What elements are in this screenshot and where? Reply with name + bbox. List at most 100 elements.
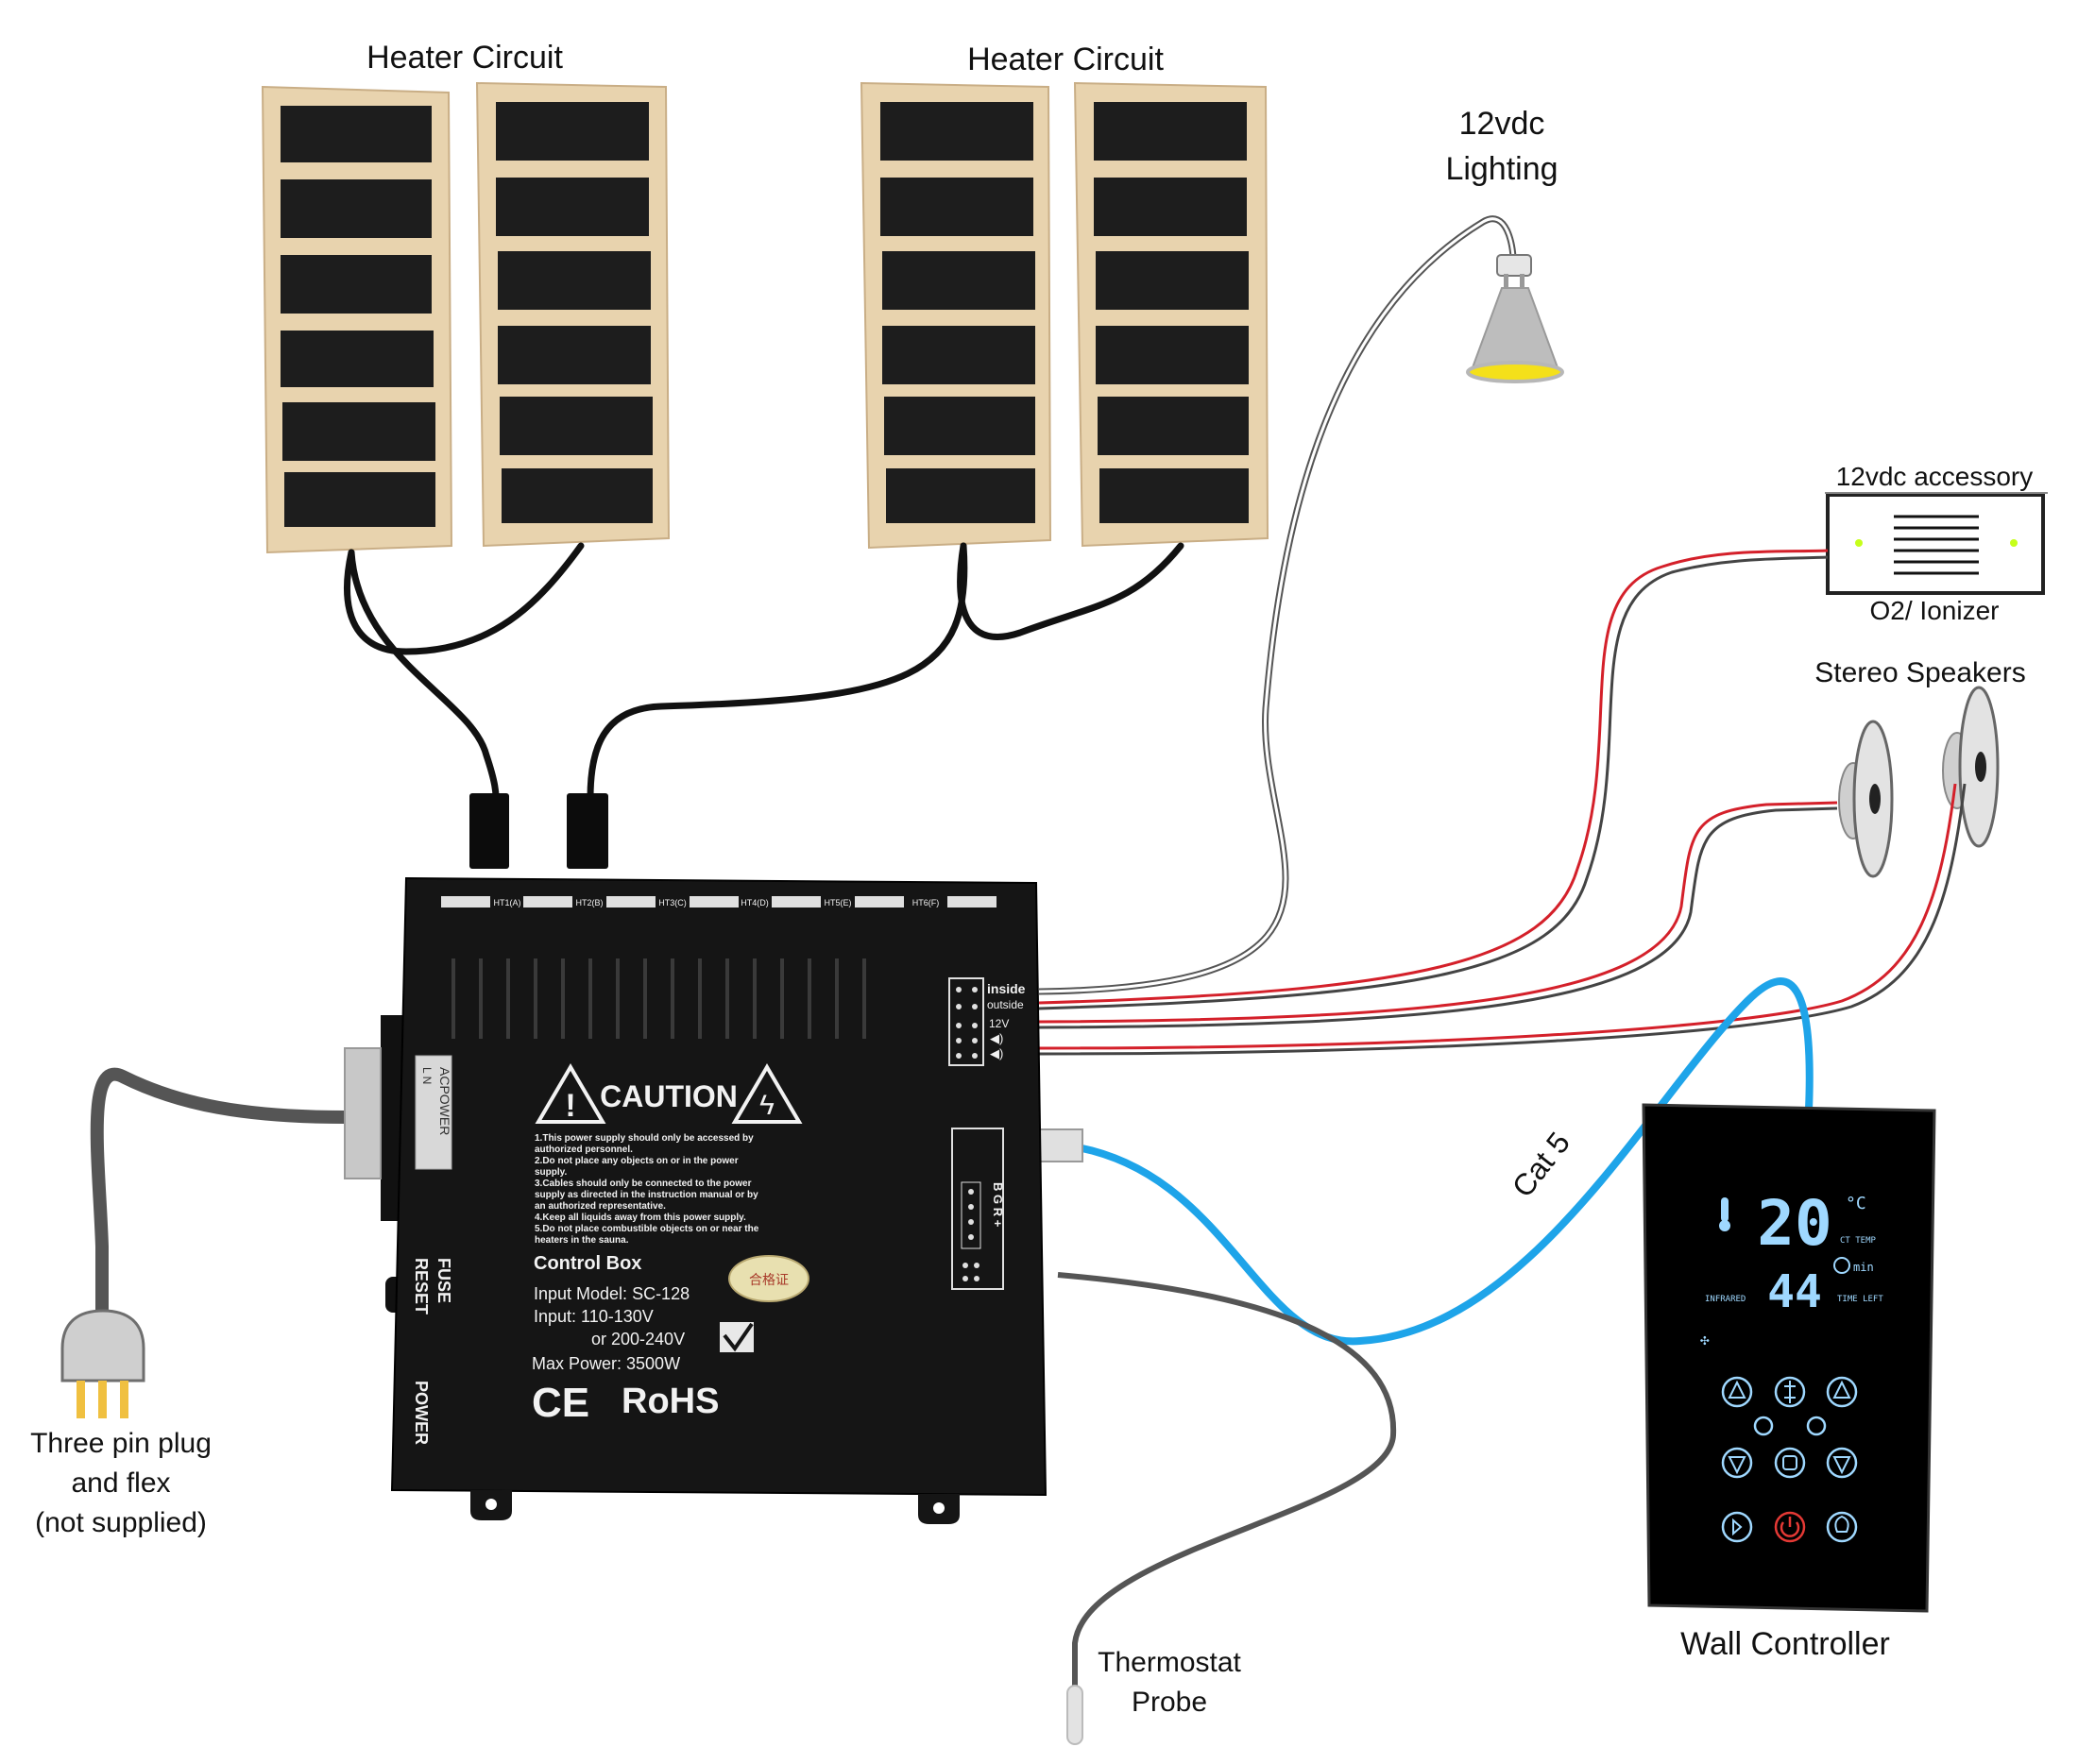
control-box: HT1(A) HT2(B) HT3(C) HT4(D) HT5(E) HT6(F… xyxy=(344,876,1048,1524)
timer-icon[interactable] xyxy=(1753,1416,1774,1436)
led-right xyxy=(2010,539,2018,547)
time-down-button[interactable] xyxy=(1826,1447,1858,1479)
input-text-1: Input: 110-130V xyxy=(534,1307,654,1326)
probe-label-line2: Probe xyxy=(1132,1687,1207,1718)
port-ht4: HT4(D) xyxy=(741,898,769,907)
temp-up-button[interactable] xyxy=(1721,1376,1753,1408)
svg-text:authorized personnel.: authorized personnel. xyxy=(535,1145,633,1155)
ac-power-connector xyxy=(344,1047,382,1179)
controller-terminals: B G R + xyxy=(951,1128,1005,1290)
svg-text:3.Cables should only be connec: 3.Cables should only be connected to the… xyxy=(535,1179,752,1189)
cat5-connector xyxy=(1036,1128,1083,1162)
port-ht1: HT1(A) xyxy=(494,898,521,907)
v12-label: 12V xyxy=(989,1017,1009,1030)
play-pause-button[interactable] xyxy=(1721,1511,1753,1543)
speakers-label: Stereo Speakers xyxy=(1814,657,2025,688)
checkmark-icon xyxy=(720,1322,754,1352)
heater-circuit-label-right: Heater Circuit xyxy=(967,42,1164,77)
reset-label: RESET xyxy=(412,1258,431,1315)
lighting-label-line2: Lighting xyxy=(1445,151,1558,187)
port-ht3: HT3(C) xyxy=(658,898,687,907)
heater-plug-2 xyxy=(567,793,608,869)
ct-temp-label: CT TEMP xyxy=(1840,1236,1877,1246)
heater-panels-left xyxy=(261,81,671,554)
cat5-cable xyxy=(1054,977,1814,1346)
caution-sign: ! ϟ CAUTION xyxy=(535,1063,803,1124)
control-box-title: Control Box xyxy=(534,1253,641,1274)
temp-unit: °C xyxy=(1846,1194,1866,1213)
wall-controller: 20 °C CT TEMP 44 min INFRARED TIME LEFT … xyxy=(1642,1103,1936,1613)
time-display: 44 xyxy=(1767,1265,1822,1318)
probe-label-line1: Thermostat xyxy=(1098,1647,1241,1678)
vent-icon xyxy=(1894,515,1979,575)
time-up-button[interactable] xyxy=(1826,1376,1858,1408)
heater-panel-1 xyxy=(261,85,453,554)
mains-cable xyxy=(90,1067,346,1346)
heater-panel-3 xyxy=(860,81,1052,550)
clock-icon xyxy=(1833,1257,1850,1274)
power-label: POWER xyxy=(412,1381,431,1445)
cooling-vents xyxy=(451,958,866,1039)
svg-text:2.Do not place any objects on: 2.Do not place any objects on or in the … xyxy=(535,1156,739,1166)
svg-text:!: ! xyxy=(565,1088,575,1124)
power-button[interactable] xyxy=(1774,1511,1806,1543)
caution-text: CAUTION xyxy=(600,1079,738,1113)
heater-cables xyxy=(344,542,1184,802)
speaker-icon-2: ◀) xyxy=(990,1046,1003,1060)
plug-icon xyxy=(60,1309,145,1418)
ionizer-device xyxy=(1825,492,2048,595)
svg-text:supply.: supply. xyxy=(535,1167,567,1178)
heater-panels-right xyxy=(860,81,1269,550)
temp-display: 20 xyxy=(1757,1187,1831,1260)
input-text-2: or 200-240V xyxy=(591,1330,685,1348)
controller-buttons xyxy=(1721,1376,1858,1543)
lamp-icon xyxy=(1466,254,1564,383)
ac-power-label: ACPOWER xyxy=(437,1067,452,1135)
certification-seal: 合格证 xyxy=(728,1255,809,1302)
rohs-mark: RoHS xyxy=(622,1382,719,1421)
probe-cable xyxy=(1057,1272,1397,1690)
infrared-label: INFRARED xyxy=(1705,1295,1746,1304)
fuse-label: FUSE xyxy=(434,1258,453,1303)
light-button[interactable] xyxy=(1826,1511,1858,1543)
heater-panel-4 xyxy=(1073,81,1269,548)
warning-text: 1.This power supply should only be acces… xyxy=(535,1133,759,1246)
temp-down-button[interactable] xyxy=(1721,1447,1753,1479)
wall-controller-label: Wall Controller xyxy=(1680,1626,1890,1662)
svg-text:5.Do not place combustible obj: 5.Do not place combustible objects on or… xyxy=(535,1224,759,1234)
ionizer-label: O2/ Ionizer xyxy=(1870,596,2000,625)
lighting-label-line1: 12vdc xyxy=(1459,106,1545,142)
speaker-left xyxy=(1838,720,1894,878)
svg-text:合格证: 合格证 xyxy=(749,1272,789,1287)
svg-text:an authorized representative.: an authorized representative. xyxy=(535,1201,666,1212)
bgr-label: B G R + xyxy=(991,1182,1005,1228)
plug-label-line2: and flex xyxy=(71,1467,170,1499)
button-glyphs xyxy=(1728,1380,1851,1536)
port-ht5: HT5(E) xyxy=(825,898,852,907)
led-left xyxy=(1855,539,1863,547)
plug-label-line3: (not supplied) xyxy=(35,1507,207,1538)
port-ht6: HT6(F) xyxy=(912,898,940,907)
speaker-icon-1: ◀) xyxy=(990,1031,1003,1045)
accessory-label: 12vdc accessory xyxy=(1836,462,2034,491)
fan-icon: ✣ xyxy=(1700,1331,1710,1348)
svg-text:heaters in the sauna.: heaters in the sauna. xyxy=(535,1235,629,1246)
heat-button[interactable] xyxy=(1774,1376,1806,1408)
port-ht2: HT2(B) xyxy=(576,898,604,907)
model-text: Input Model: SC-128 xyxy=(534,1284,690,1303)
accessory-terminals: inside outside 12V ◀) ◀) xyxy=(948,977,1026,1066)
outside-label: outside xyxy=(987,998,1024,1011)
fan-button[interactable] xyxy=(1806,1416,1827,1436)
ce-mark: CE xyxy=(532,1380,589,1426)
lightning-icon: ϟ xyxy=(759,1090,775,1121)
heater-circuit-label-left: Heater Circuit xyxy=(366,40,563,76)
cat5-label: Cat 5 xyxy=(1506,1126,1576,1203)
plug-label-line1: Three pin plug xyxy=(30,1428,212,1459)
ln-label: L N xyxy=(420,1067,434,1084)
stop-button[interactable] xyxy=(1774,1447,1806,1479)
heater-panel-2 xyxy=(475,81,671,548)
max-power-text: Max Power: 3500W xyxy=(532,1354,680,1373)
thermometer-icon xyxy=(1719,1197,1730,1231)
min-label: min xyxy=(1853,1261,1874,1274)
